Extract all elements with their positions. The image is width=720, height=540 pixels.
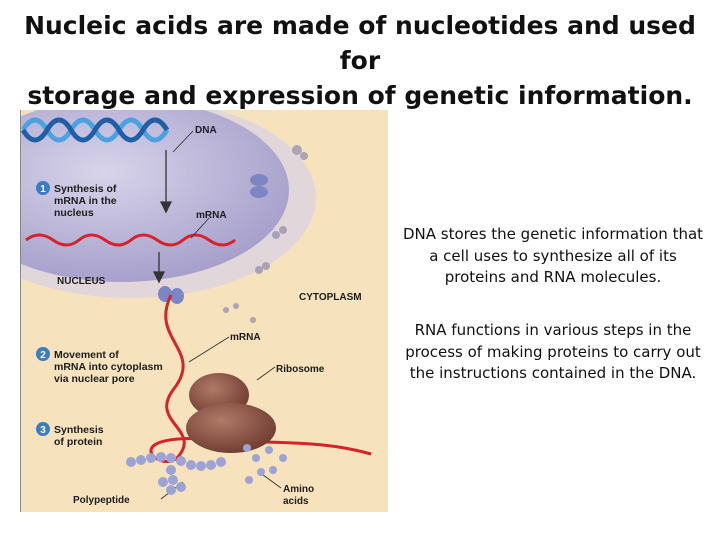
gene-expression-diagram: 1 2 3 Synthesis of mRNA in the nucleus M… [21, 110, 388, 512]
label-leaders [160, 130, 282, 500]
label-cytoplasm: CYTOPLASM [299, 292, 362, 303]
nuclear-pore-top [250, 174, 268, 198]
label-ribosome: Ribosome [276, 364, 325, 375]
step-1-line-1: Synthesis of [54, 183, 117, 195]
process-arrows [152, 150, 173, 284]
paragraph-dna: DNA stores the genetic information that … [402, 225, 704, 286]
step-badge-1: 1 [36, 181, 50, 195]
title-line-2: storage and expression of genetic inform… [27, 81, 693, 110]
step-1-line-3: nucleus [54, 207, 94, 219]
label-mrna-cytoplasm: mRNA [230, 332, 261, 343]
step-2-line-3: via nuclear pore [54, 373, 135, 385]
label-amino-acids-line-2: acids [283, 496, 309, 507]
label-nucleus: NUCLEUS [57, 276, 106, 287]
label-dna: DNA [195, 125, 217, 136]
paragraph-rna: RNA functions in various steps in the pr… [405, 321, 701, 382]
label-amino-acids-line-1: Amino [283, 484, 314, 495]
nucleus [21, 110, 289, 282]
step-2-line-1: Movement of [54, 349, 119, 361]
svg-text:2: 2 [40, 350, 46, 361]
step-2-line-2: mRNA into cytoplasm [54, 361, 163, 373]
slide-title: Nucleic acids are made of nucleotides an… [0, 8, 720, 113]
svg-text:3: 3 [40, 425, 46, 436]
title-line-1: Nucleic acids are made of nucleotides an… [24, 11, 696, 75]
ribosome [186, 373, 276, 453]
dna-helix [21, 117, 170, 143]
step-3-line-2: of protein [54, 436, 102, 448]
cytoplasm-blobs [223, 145, 308, 323]
gene-expression-figure: 1 2 3 Synthesis of mRNA in the nucleus M… [20, 110, 388, 512]
label-polypeptide: Polypeptide [73, 495, 130, 506]
svg-text:1: 1 [40, 184, 46, 195]
free-amino-acids [243, 444, 287, 484]
label-mrna-nucleus: mRNA [196, 210, 227, 221]
step-1-line-2: mRNA in the [54, 195, 117, 207]
step-badge-2: 2 [36, 347, 50, 361]
step-3-line-1: Synthesis [54, 424, 104, 436]
polypeptide-chain [126, 452, 226, 495]
mrna-strand-nucleus [25, 233, 236, 247]
step-badge-3: 3 [36, 422, 50, 436]
